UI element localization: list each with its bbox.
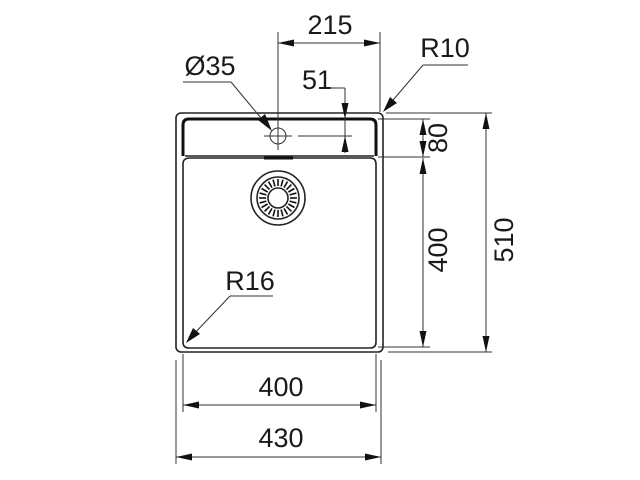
dim-430: 430 [176, 423, 381, 461]
drain-slot [285, 205, 293, 213]
bottom-extension-lines [175, 354, 382, 464]
dim-430-label: 430 [258, 423, 303, 453]
bowl-outline [182, 157, 377, 349]
drain-slot [280, 209, 284, 217]
drain-slot [259, 192, 267, 196]
right-extension-lines [378, 112, 492, 353]
dim-510: 510 [482, 113, 519, 352]
dim-51: 51 [302, 65, 349, 153]
dim-400-vertical-label: 400 [423, 227, 453, 272]
drain-slot [267, 207, 273, 215]
drain-slot [259, 200, 267, 204]
drain-slot [289, 192, 297, 196]
drain-slot [283, 181, 289, 189]
dim-dia35-label: Ø35 [184, 51, 235, 81]
outer-rim [175, 112, 384, 353]
dim-r10-label: R10 [420, 33, 470, 63]
drain-slot [287, 187, 295, 193]
tap-ledge [181, 117, 378, 156]
drain-slot [263, 205, 271, 213]
dim-400-vertical: 400 [419, 158, 453, 347]
dim-r16-label: R16 [225, 266, 275, 296]
tap-hole [264, 122, 352, 150]
dim-400-horizontal: 400 [183, 372, 376, 409]
drain-slot [287, 203, 295, 209]
dim-215-label: 215 [307, 10, 352, 40]
dim-dia35: Ø35 [183, 51, 272, 131]
drain-slot [285, 183, 293, 191]
drain-icon [250, 170, 306, 226]
drain-slot [280, 179, 284, 187]
drain-slot [272, 209, 276, 217]
dim-80: 80 [419, 119, 453, 157]
drain-slot [261, 203, 269, 209]
sink-body [175, 112, 384, 353]
drain-slot [289, 200, 297, 204]
drain-slot [267, 181, 273, 189]
drain-slot [263, 183, 271, 191]
dim-215: 215 [277, 10, 381, 124]
dim-510-label: 510 [489, 217, 519, 262]
dim-400-horizontal-label: 400 [258, 372, 303, 402]
drain-slot [283, 207, 289, 215]
dim-51-label: 51 [302, 65, 332, 95]
drain-slot [261, 187, 269, 193]
dim-r16: R16 [186, 266, 275, 343]
dim-r10: R10 [383, 33, 470, 112]
drain-slot [272, 179, 276, 187]
dim-80-label: 80 [423, 123, 453, 153]
